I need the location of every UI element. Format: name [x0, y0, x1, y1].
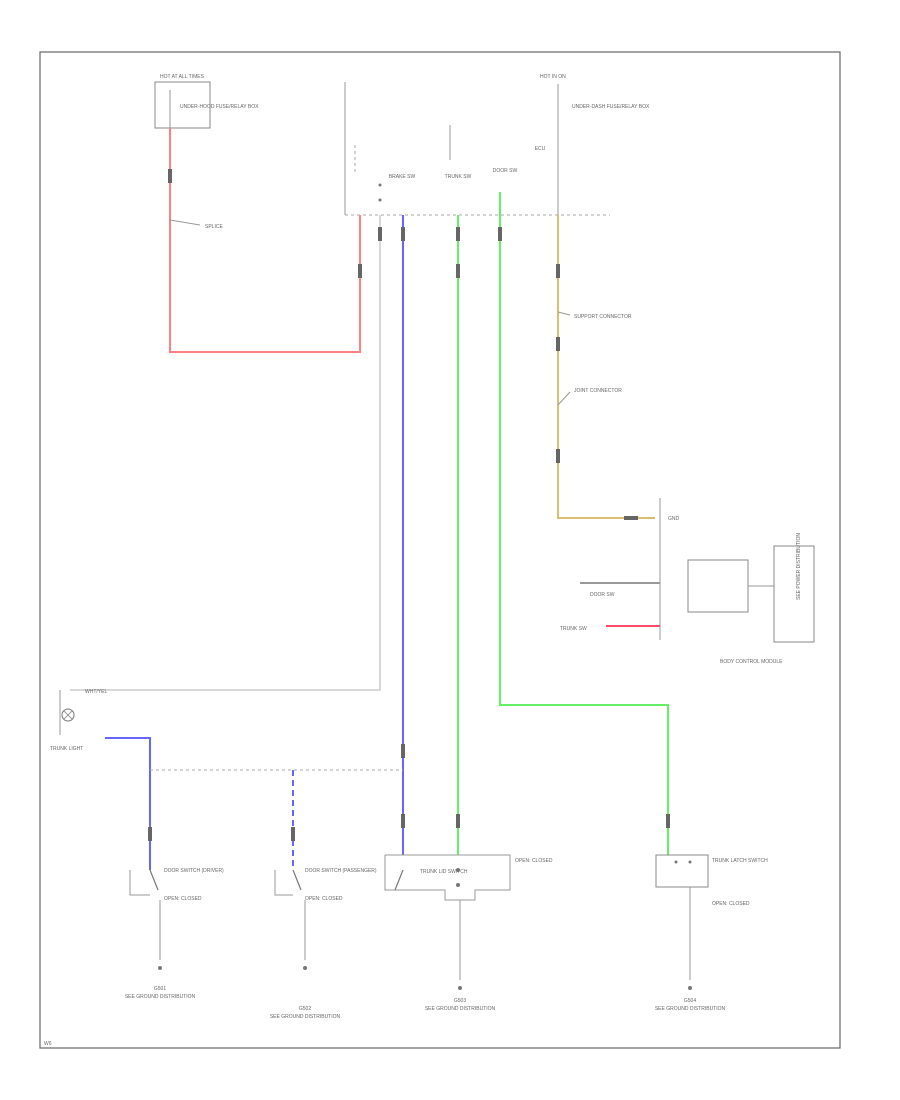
body-control-module: GND DOOR SW TRUNK SW BODY CONTROL MODULE…	[560, 498, 815, 665]
sw1-desc: OPEN: CLOSED	[164, 896, 202, 902]
gnd2-desc: SEE GROUND DISTRIBUTION	[270, 1014, 341, 1020]
ground-g503: G503 SEE GROUND DISTRIBUTION	[425, 998, 496, 1012]
trunk-light-wire: WHT/YEL	[85, 689, 107, 695]
diagram-frame	[39, 51, 841, 1049]
gnd1-label: G501	[154, 986, 166, 992]
bcm-pin-gnd: GND	[668, 516, 680, 522]
bcm-ref: SEE POWER DISTRIBUTION	[796, 533, 802, 600]
wire-green-2	[499, 192, 669, 855]
sw2-label: DOOR SWITCH (PASSENGER)	[305, 868, 377, 874]
door-switch-driver: DOOR SWITCH (DRIVER) OPEN: CLOSED	[129, 868, 224, 970]
sw4-desc: OPEN: CLOSED	[712, 901, 750, 907]
connector-markers	[148, 169, 670, 841]
sw3-desc: OPEN: CLOSED	[515, 858, 553, 864]
module-pin-trunk: TRUNK SW	[445, 174, 472, 180]
wire-red	[169, 128, 361, 353]
bcm-pin-door: DOOR SW	[590, 592, 615, 598]
gnd4-desc: SEE GROUND DISTRIBUTION	[655, 1006, 726, 1012]
fuse-hot-in-on: HOT IN ON UNDER-DASH FUSE/RELAY BOX	[540, 74, 650, 215]
bcm-name: BODY CONTROL MODULE	[720, 659, 783, 665]
splice-left-label: SPLICE	[205, 224, 223, 230]
fuse-left-label: HOT AT ALL TIMES	[160, 74, 205, 80]
wire-white	[70, 215, 381, 691]
sw1-label: DOOR SWITCH (DRIVER)	[164, 868, 224, 874]
module-note: ECU	[535, 146, 546, 152]
trunk-light-label: TRUNK LIGHT	[50, 746, 83, 752]
splice-right-label-2: JOINT CONNECTOR	[574, 388, 622, 394]
module-pin-door: DOOR SW	[493, 168, 518, 174]
trunk-latch-switch: TRUNK LATCH SWITCH OPEN: CLOSED	[655, 854, 768, 990]
wire-yellow	[557, 215, 655, 519]
splice-right-label-1: SUPPORT CONNECTOR	[574, 314, 632, 320]
sw2-desc: OPEN: CLOSED	[305, 896, 343, 902]
ground-g504: G504 SEE GROUND DISTRIBUTION	[655, 998, 726, 1012]
gnd4-label: G504	[684, 998, 696, 1004]
control-unit: BRAKE SW TRUNK SW DOOR SW ECU	[344, 82, 610, 216]
gnd3-desc: SEE GROUND DISTRIBUTION	[425, 1006, 496, 1012]
wire-blue-light	[105, 737, 151, 870]
fuse-left-desc: UNDER-HOOD FUSE/RELAY BOX	[180, 104, 259, 110]
sw4-label: TRUNK LATCH SWITCH	[712, 858, 768, 864]
fuse-right-desc: UNDER-DASH FUSE/RELAY BOX	[572, 104, 650, 110]
gnd1-desc: SEE GROUND DISTRIBUTION	[125, 994, 196, 1000]
fuse-hot-at-all-times: HOT AT ALL TIMES UNDER-HOOD FUSE/RELAY B…	[154, 74, 259, 129]
ground-g501: G501 SEE GROUND DISTRIBUTION	[125, 986, 196, 1000]
gnd3-label: G503	[454, 998, 466, 1004]
trunk-lid-switch: TRUNK LID SWITCH OPEN: CLOSED	[384, 854, 553, 990]
trunk-light: TRUNK LIGHT WHT/YEL	[50, 689, 107, 752]
door-switch-passenger: DOOR SWITCH (PASSENGER) OPEN: CLOSED	[274, 868, 377, 970]
fuse-right-label: HOT IN ON	[540, 74, 566, 80]
ground-g502: G502 SEE GROUND DISTRIBUTION	[270, 1006, 341, 1020]
bcm-pin-trunk: TRUNK SW	[560, 626, 587, 632]
sw3-label: TRUNK LID SWITCH	[420, 869, 468, 875]
gnd2-label: G502	[299, 1006, 311, 1012]
footer-code: W6	[44, 1041, 52, 1047]
module-pin-brake: BRAKE SW	[389, 174, 416, 180]
